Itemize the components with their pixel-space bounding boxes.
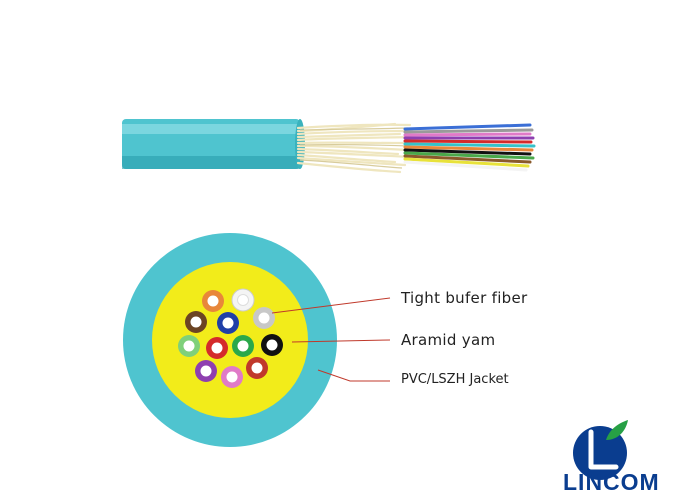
- aramid-yarn-layer: [152, 262, 308, 418]
- brand-name: LINCOM: [563, 469, 660, 495]
- leader-buffer: [271, 297, 391, 314]
- label-tight-buffer-fiber: Tight bufer fiber: [401, 289, 528, 307]
- jacket-shade: [122, 156, 300, 169]
- leader-aramid: [291, 339, 391, 343]
- colored-fibers: [403, 123, 536, 172]
- leader-jacket: [317, 369, 390, 382]
- jacket-highlight: [122, 124, 300, 134]
- logo-leaf-icon: [606, 420, 628, 440]
- logo-l-shape: [588, 429, 619, 470]
- tight-buffer-fibers: [178, 288, 283, 388]
- label-aramid-yarn: Aramid yam: [401, 331, 496, 349]
- cable-cross-section: [123, 233, 391, 447]
- leader-lines: [271, 297, 391, 382]
- label-jacket: PVC/LSZH Jacket: [401, 372, 509, 387]
- aramid-strands: [296, 122, 414, 174]
- lincom-logo: [573, 420, 628, 480]
- cable-side-view: [122, 119, 536, 174]
- aramid-strands-shade: [299, 127, 411, 169]
